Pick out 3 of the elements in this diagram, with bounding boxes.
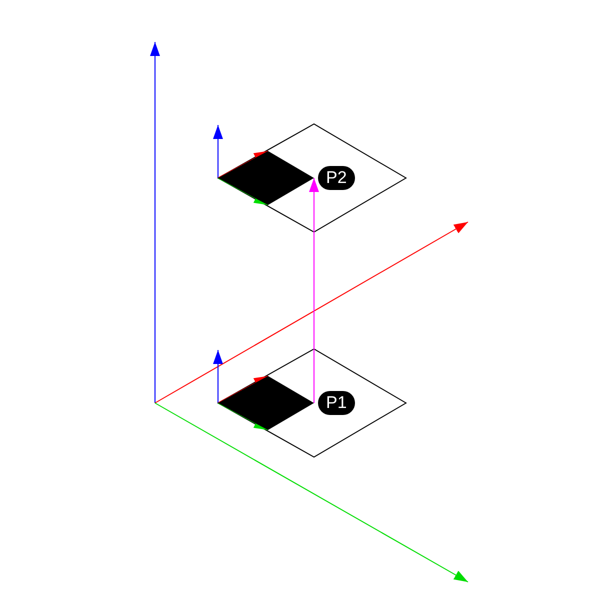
point-label: P1	[318, 391, 355, 415]
arrow	[309, 178, 319, 404]
point-label: P2	[318, 166, 355, 190]
